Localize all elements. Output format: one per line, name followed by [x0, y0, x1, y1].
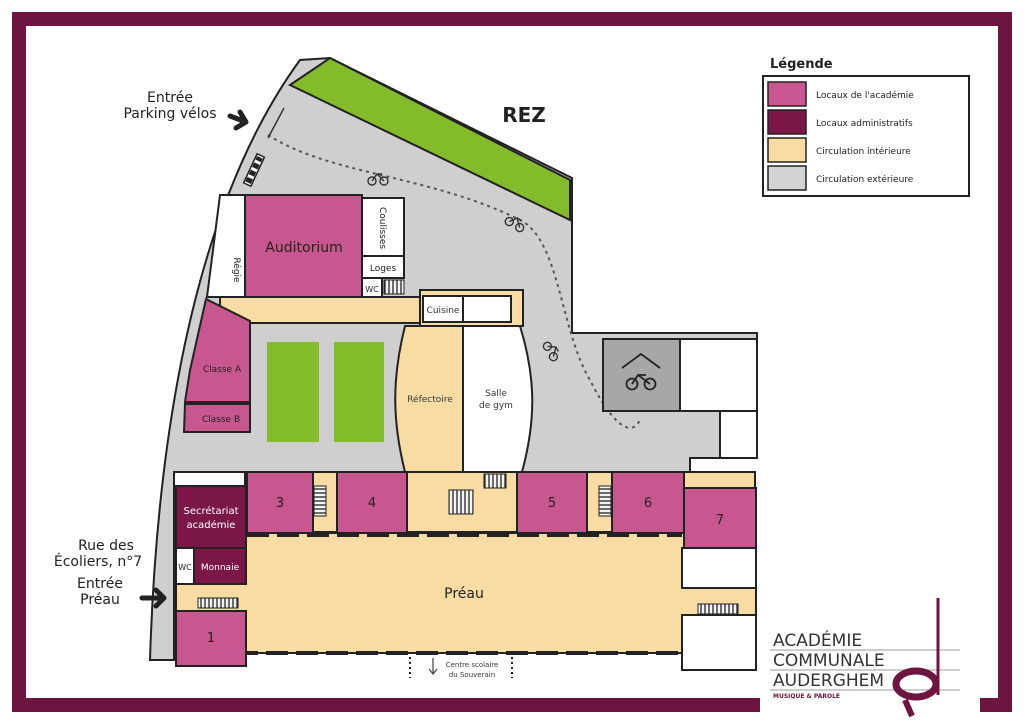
label-room-3: 3 [276, 496, 284, 511]
label-entree-parking-1: Entrée [147, 90, 193, 106]
room-right-lower [681, 614, 757, 671]
gate [267, 107, 285, 139]
bike-rack [242, 152, 266, 188]
stairs-icon [598, 485, 612, 517]
stairs-icon [197, 597, 239, 609]
bicycle-icon [504, 216, 525, 233]
stairs-icon [448, 489, 474, 515]
room-secretariat [175, 485, 247, 549]
arrow-right-icon [227, 109, 249, 131]
logo-tagline: MUSIQUE & PAROLE [773, 693, 840, 700]
label-salle-gym-1: Salle [485, 389, 507, 399]
room-3 [246, 471, 314, 534]
label-coulisses: Coulisses [377, 207, 387, 249]
logo-line-2: COMMUNALE [773, 651, 885, 671]
room-classe-b [182, 403, 251, 433]
label-rue-1: Rue des [78, 538, 134, 554]
legend-swatch-interieure [767, 137, 807, 163]
stairs-icon [313, 485, 327, 517]
label-entree-preau-1: Entrée [77, 576, 123, 592]
label-secretariat-2: académie [187, 519, 236, 531]
label-auditorium: Auditorium [265, 240, 342, 256]
room-auditorium [244, 194, 363, 298]
label-monnaie: Monnaie [201, 563, 240, 573]
room-coulisses [361, 197, 405, 257]
logo-frame-gap [760, 690, 980, 714]
outbuilding [679, 338, 758, 412]
label-room-7: 7 [716, 513, 724, 528]
label-wc-top: WC [365, 285, 379, 294]
label-entree-preau-2: Préau [80, 592, 120, 608]
legend: Légende Locaux de l'académie Locaux admi… [762, 57, 970, 197]
label-salle-gym-2: de gym [479, 401, 513, 411]
legend-label-interieure: Circulation intérieure [816, 146, 911, 157]
arrow-down-icon [428, 658, 438, 675]
room-monnaie [193, 547, 247, 585]
courtyard-grass-left [267, 342, 319, 442]
label-room-4: 4 [368, 496, 376, 511]
label-exit-2: du Souverain [449, 671, 495, 679]
courtyard-grass-right [334, 342, 384, 442]
legend-label-exterieure: Circulation extérieure [816, 174, 914, 185]
room-1 [175, 610, 247, 667]
arrow-right-icon [139, 587, 167, 609]
stairs-icon [697, 603, 739, 615]
outbuilding-small [719, 410, 758, 459]
room-wc-top [361, 277, 383, 298]
legend-swatch-exterieure [767, 165, 807, 191]
label-exit-1: Centre scolaire [446, 661, 499, 669]
legend-swatch-academie [767, 81, 807, 107]
room-7 [683, 487, 757, 549]
label-rue-2: Écoliers, n°7 [54, 553, 142, 570]
logo-line-1: ACADÉMIE [773, 629, 862, 651]
label-room-6: 6 [644, 496, 652, 511]
preau-hall [175, 532, 757, 654]
room-6 [611, 471, 685, 534]
label-wc-bottom: WC [178, 563, 192, 572]
page-title: REZ [502, 103, 546, 127]
stairs-icon [383, 279, 405, 295]
room-5 [516, 471, 588, 534]
room-classe-a [183, 297, 251, 403]
room-next-cuisine [462, 295, 512, 323]
academie-logo: ACADÉMIE COMMUNALE AUDERGHEM MUSIQUE & P… [770, 598, 960, 718]
room-salle-de-gym [462, 325, 534, 473]
label-classe-b: Classe B [202, 415, 240, 425]
corridor-top [219, 296, 421, 324]
room-cuisine [422, 295, 464, 323]
label-room-5: 5 [548, 496, 556, 511]
bike-path [267, 134, 641, 429]
bicycle-icon [542, 341, 560, 362]
label-regie: Régie [231, 257, 242, 283]
bike-shelter-icon [621, 352, 661, 391]
green-strip [287, 56, 571, 222]
label-refectoire: Réfectoire [407, 394, 453, 405]
label-cuisine: Cuisine [427, 306, 460, 316]
logo-line-3: AUDERGHEM [773, 671, 884, 691]
label-loges: Loges [370, 264, 397, 274]
legend-swatch-admin [767, 109, 807, 135]
label-preau: Préau [444, 586, 484, 602]
room-4 [336, 471, 408, 534]
legend-label-admin: Locaux administratifs [816, 119, 913, 129]
label-secretariat-1: Secrétariat [183, 505, 238, 517]
legend-label-academie: Locaux de l'académie [816, 90, 914, 101]
label-classe-a: Classe A [203, 365, 242, 375]
label-room-1: 1 [207, 631, 215, 646]
label-entree-parking-2: Parking vélos [123, 106, 216, 122]
music-note-logo-icon [892, 598, 940, 718]
bicycle-icon [367, 172, 389, 186]
stairs-icon [483, 473, 507, 489]
room-right-upper [681, 547, 757, 589]
legend-title: Légende [770, 57, 833, 72]
